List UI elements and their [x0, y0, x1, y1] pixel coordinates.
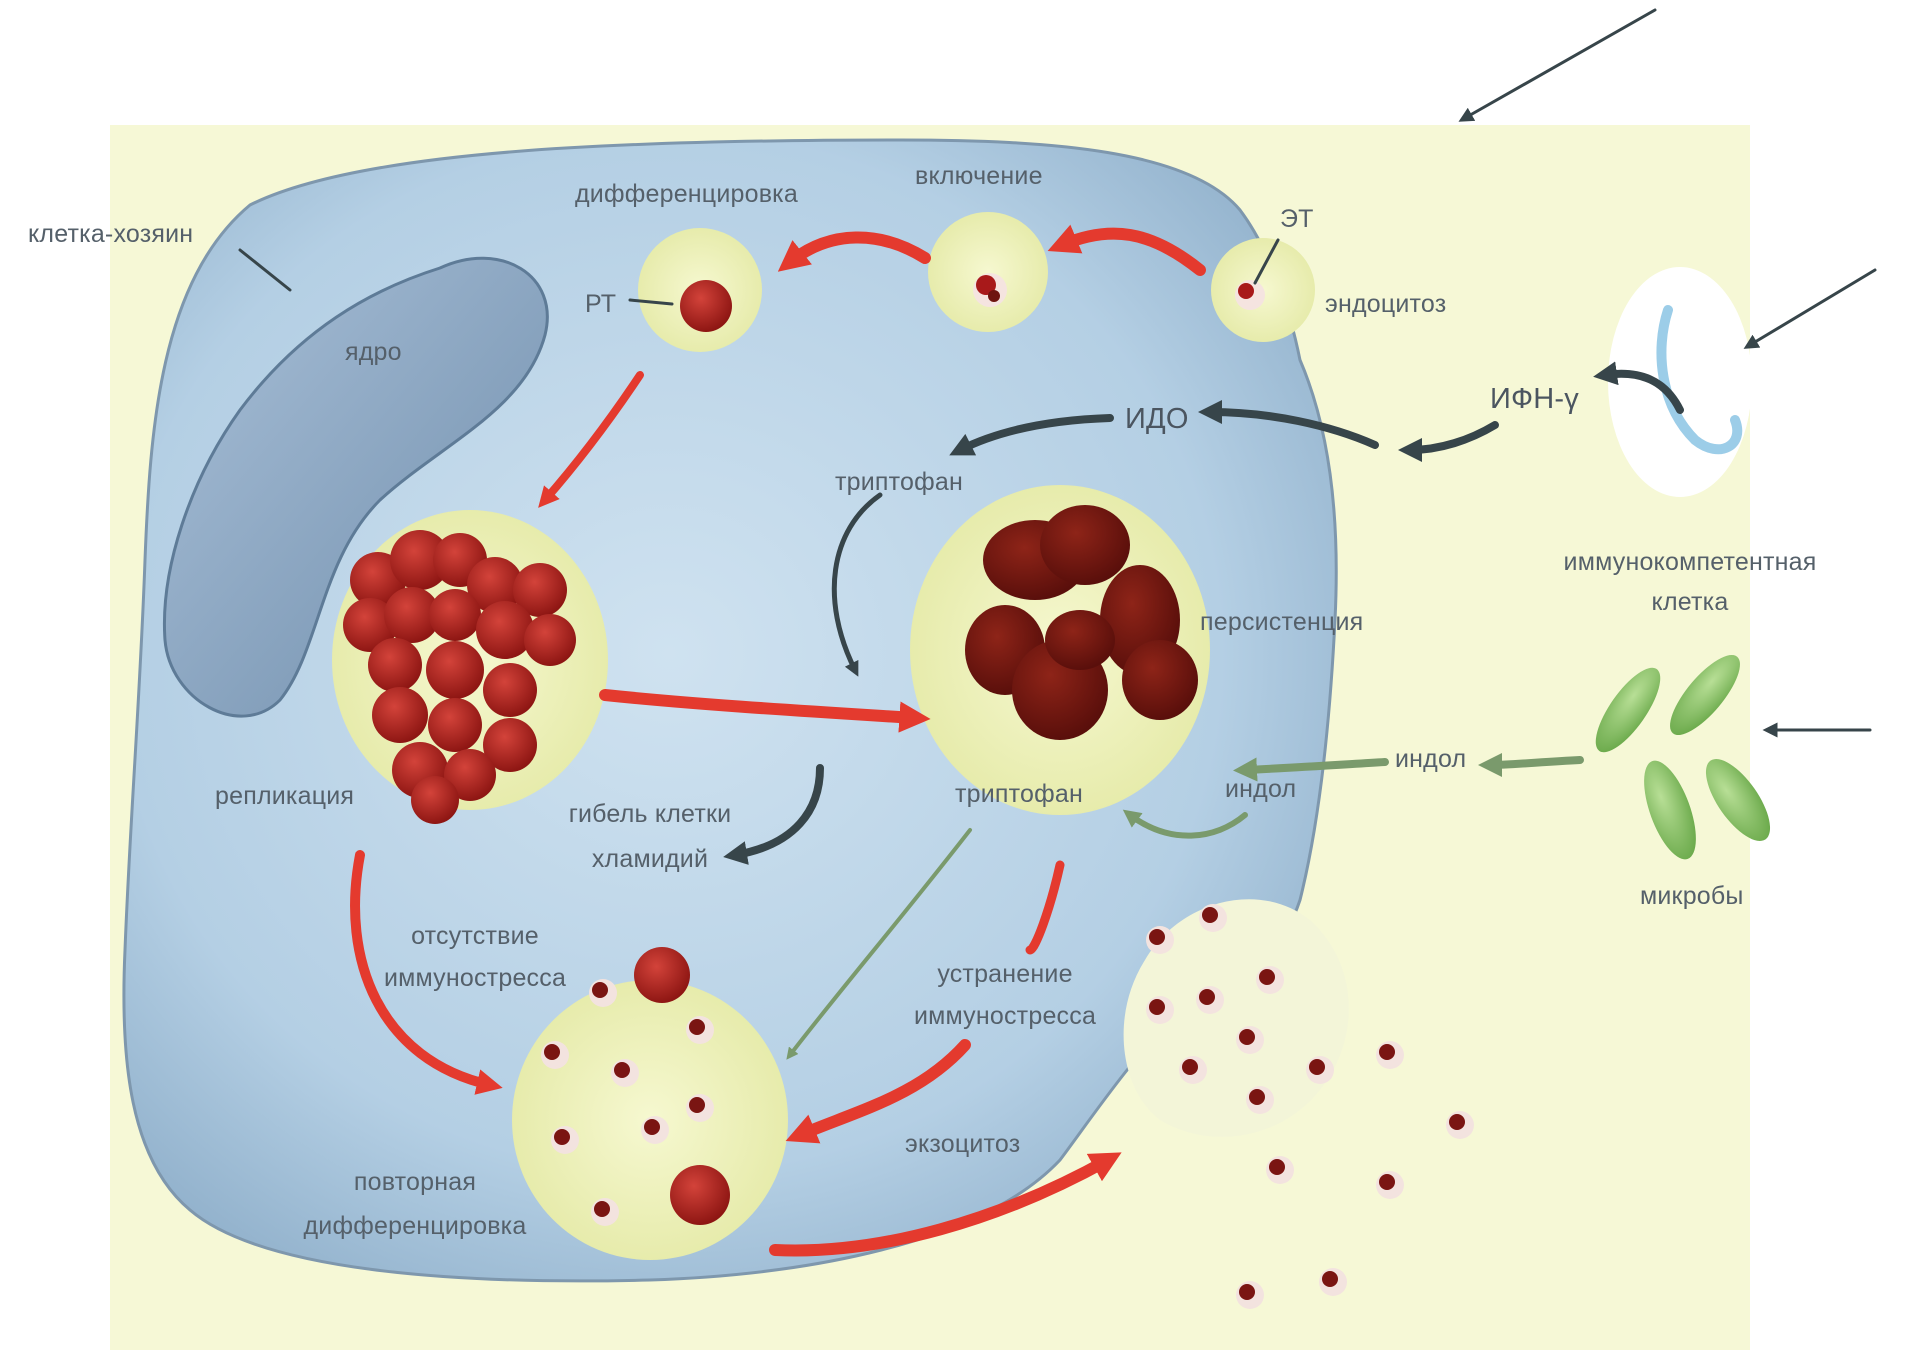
rt-body [680, 280, 732, 332]
label-no-immunostress-1: отсутствие [370, 922, 580, 951]
label-tryptophan-center: триптофан [955, 780, 1083, 809]
callout-arrow-top [1465, 10, 1655, 118]
label-chlamydia-death-1: гибель клетки [545, 800, 755, 829]
label-microbes: микробы [1640, 882, 1744, 911]
label-persistence: персистенция [1200, 608, 1363, 637]
label-tryptophan-top: триптофан [835, 468, 963, 497]
label-immunostress-removal-2: иммуностресса [890, 1002, 1120, 1031]
arrow-microbes-to-indole [1490, 760, 1580, 765]
vacuole-inclusion [928, 212, 1048, 332]
label-redifferentiation-2: дифференцировка [290, 1212, 540, 1241]
label-indole-outer: индол [1395, 745, 1466, 774]
label-replication: репликация [215, 782, 354, 811]
label-nucleus: ядро [345, 338, 402, 367]
label-endocytosis: эндоцитоз [1325, 290, 1446, 319]
label-differentiation: дифференцировка [575, 180, 798, 209]
label-immunostress-removal-1: устранение [890, 960, 1120, 989]
label-indole-inner: индол [1225, 775, 1296, 804]
immunocompetent-cell [1608, 267, 1752, 497]
et-body-inclusion [973, 273, 1007, 307]
label-rt: РТ [585, 290, 616, 319]
label-exocytosis: экзоцитоз [905, 1130, 1020, 1159]
label-et: ЭТ [1280, 205, 1314, 234]
label-redifferentiation-1: повторная [290, 1168, 540, 1197]
label-ido: ИДО [1125, 405, 1189, 434]
label-ifn-gamma: ИФН-γ [1490, 385, 1579, 414]
label-inclusion: включение [915, 162, 1043, 191]
label-immunocompetent-cell-2: клетка [1540, 588, 1840, 617]
label-chlamydia-death-2: хламидий [545, 845, 755, 874]
label-no-immunostress-2: иммуностресса [370, 964, 580, 993]
et-body-endocytosis [1235, 280, 1265, 310]
callout-arrow-immune-cell [1750, 270, 1875, 345]
label-immunocompetent-cell-1: иммунокомпетентная [1540, 548, 1840, 577]
label-host-cell: клетка-хозяин [28, 220, 193, 249]
